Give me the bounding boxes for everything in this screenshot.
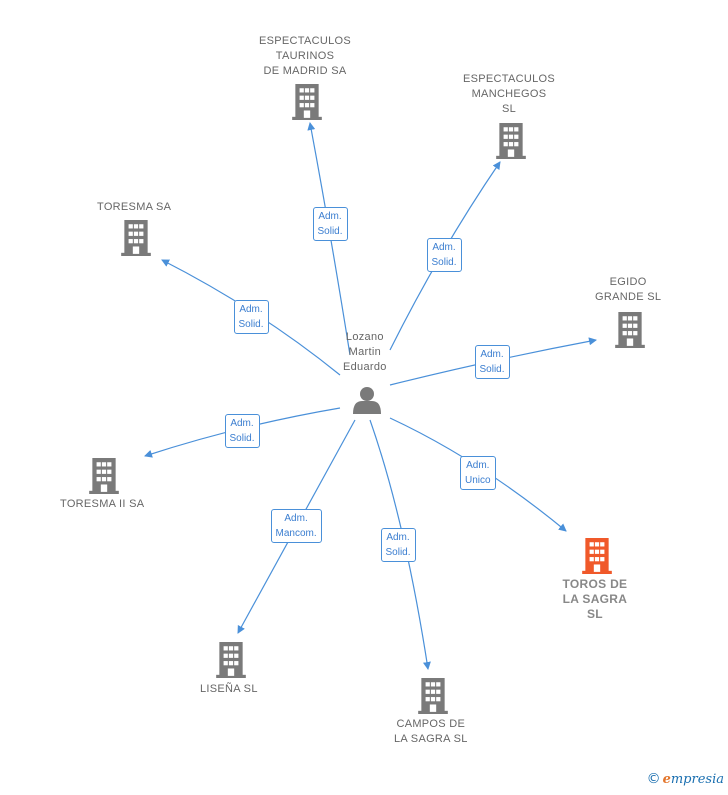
edge-label-toros-sagra: Adm. Unico bbox=[460, 456, 496, 490]
building-icon-lisena[interactable] bbox=[216, 642, 246, 678]
node-label-espectaculos-taurinos: ESPECTACULOS TAURINOS DE MADRID SA bbox=[259, 34, 352, 77]
edge-label-toresma-ii: Adm. Solid. bbox=[224, 414, 260, 448]
building-icon-toresma-ii[interactable] bbox=[89, 458, 119, 494]
node-label-egido-grande: EGIDO GRANDE SL bbox=[595, 276, 662, 303]
edge-label-espectaculos-taurinos: Adm. Solid. bbox=[312, 207, 348, 241]
edge-label-egido-grande: Adm. Solid. bbox=[474, 345, 510, 379]
node-label-lisena: LISEÑA SL bbox=[200, 682, 258, 695]
edge-label-espectaculos-manchegos: Adm. Solid. bbox=[426, 238, 462, 272]
building-icon-campos-sagra[interactable] bbox=[418, 678, 448, 714]
brand-e: e bbox=[662, 772, 671, 787]
node-label-espectaculos-manchegos: ESPECTACULOS MANCHEGOS SL bbox=[463, 72, 556, 115]
node-label-campos-sagra: CAMPOS DE LA SAGRA SL bbox=[394, 718, 468, 745]
building-icon-toresma[interactable] bbox=[121, 220, 151, 256]
building-icon-espectaculos-taurinos[interactable] bbox=[292, 84, 322, 120]
edge-label-lisena: Adm. Mancom. bbox=[270, 509, 322, 543]
building-icon-espectaculos-manchegos[interactable] bbox=[496, 123, 526, 159]
node-label-toresma: TORESMA SA bbox=[97, 200, 172, 213]
node-label-toros-sagra: TOROS DE LA SAGRA SL bbox=[562, 576, 628, 621]
copyright-symbol: © bbox=[646, 771, 661, 787]
person-icon[interactable] bbox=[353, 387, 381, 414]
brand-name: mpresia bbox=[670, 772, 724, 787]
center-person-label: Lozano Martin Eduardo bbox=[343, 330, 387, 373]
building-icon-egido-grande[interactable] bbox=[615, 312, 645, 348]
node-label-toresma-ii: TORESMA II SA bbox=[60, 497, 145, 510]
empresia-logo: ©empresia bbox=[647, 771, 724, 787]
edge-label-toresma: Adm. Solid. bbox=[233, 300, 269, 334]
building-icon-toros-sagra[interactable] bbox=[582, 538, 612, 574]
edge-label-campos-sagra: Adm. Solid. bbox=[380, 528, 416, 562]
